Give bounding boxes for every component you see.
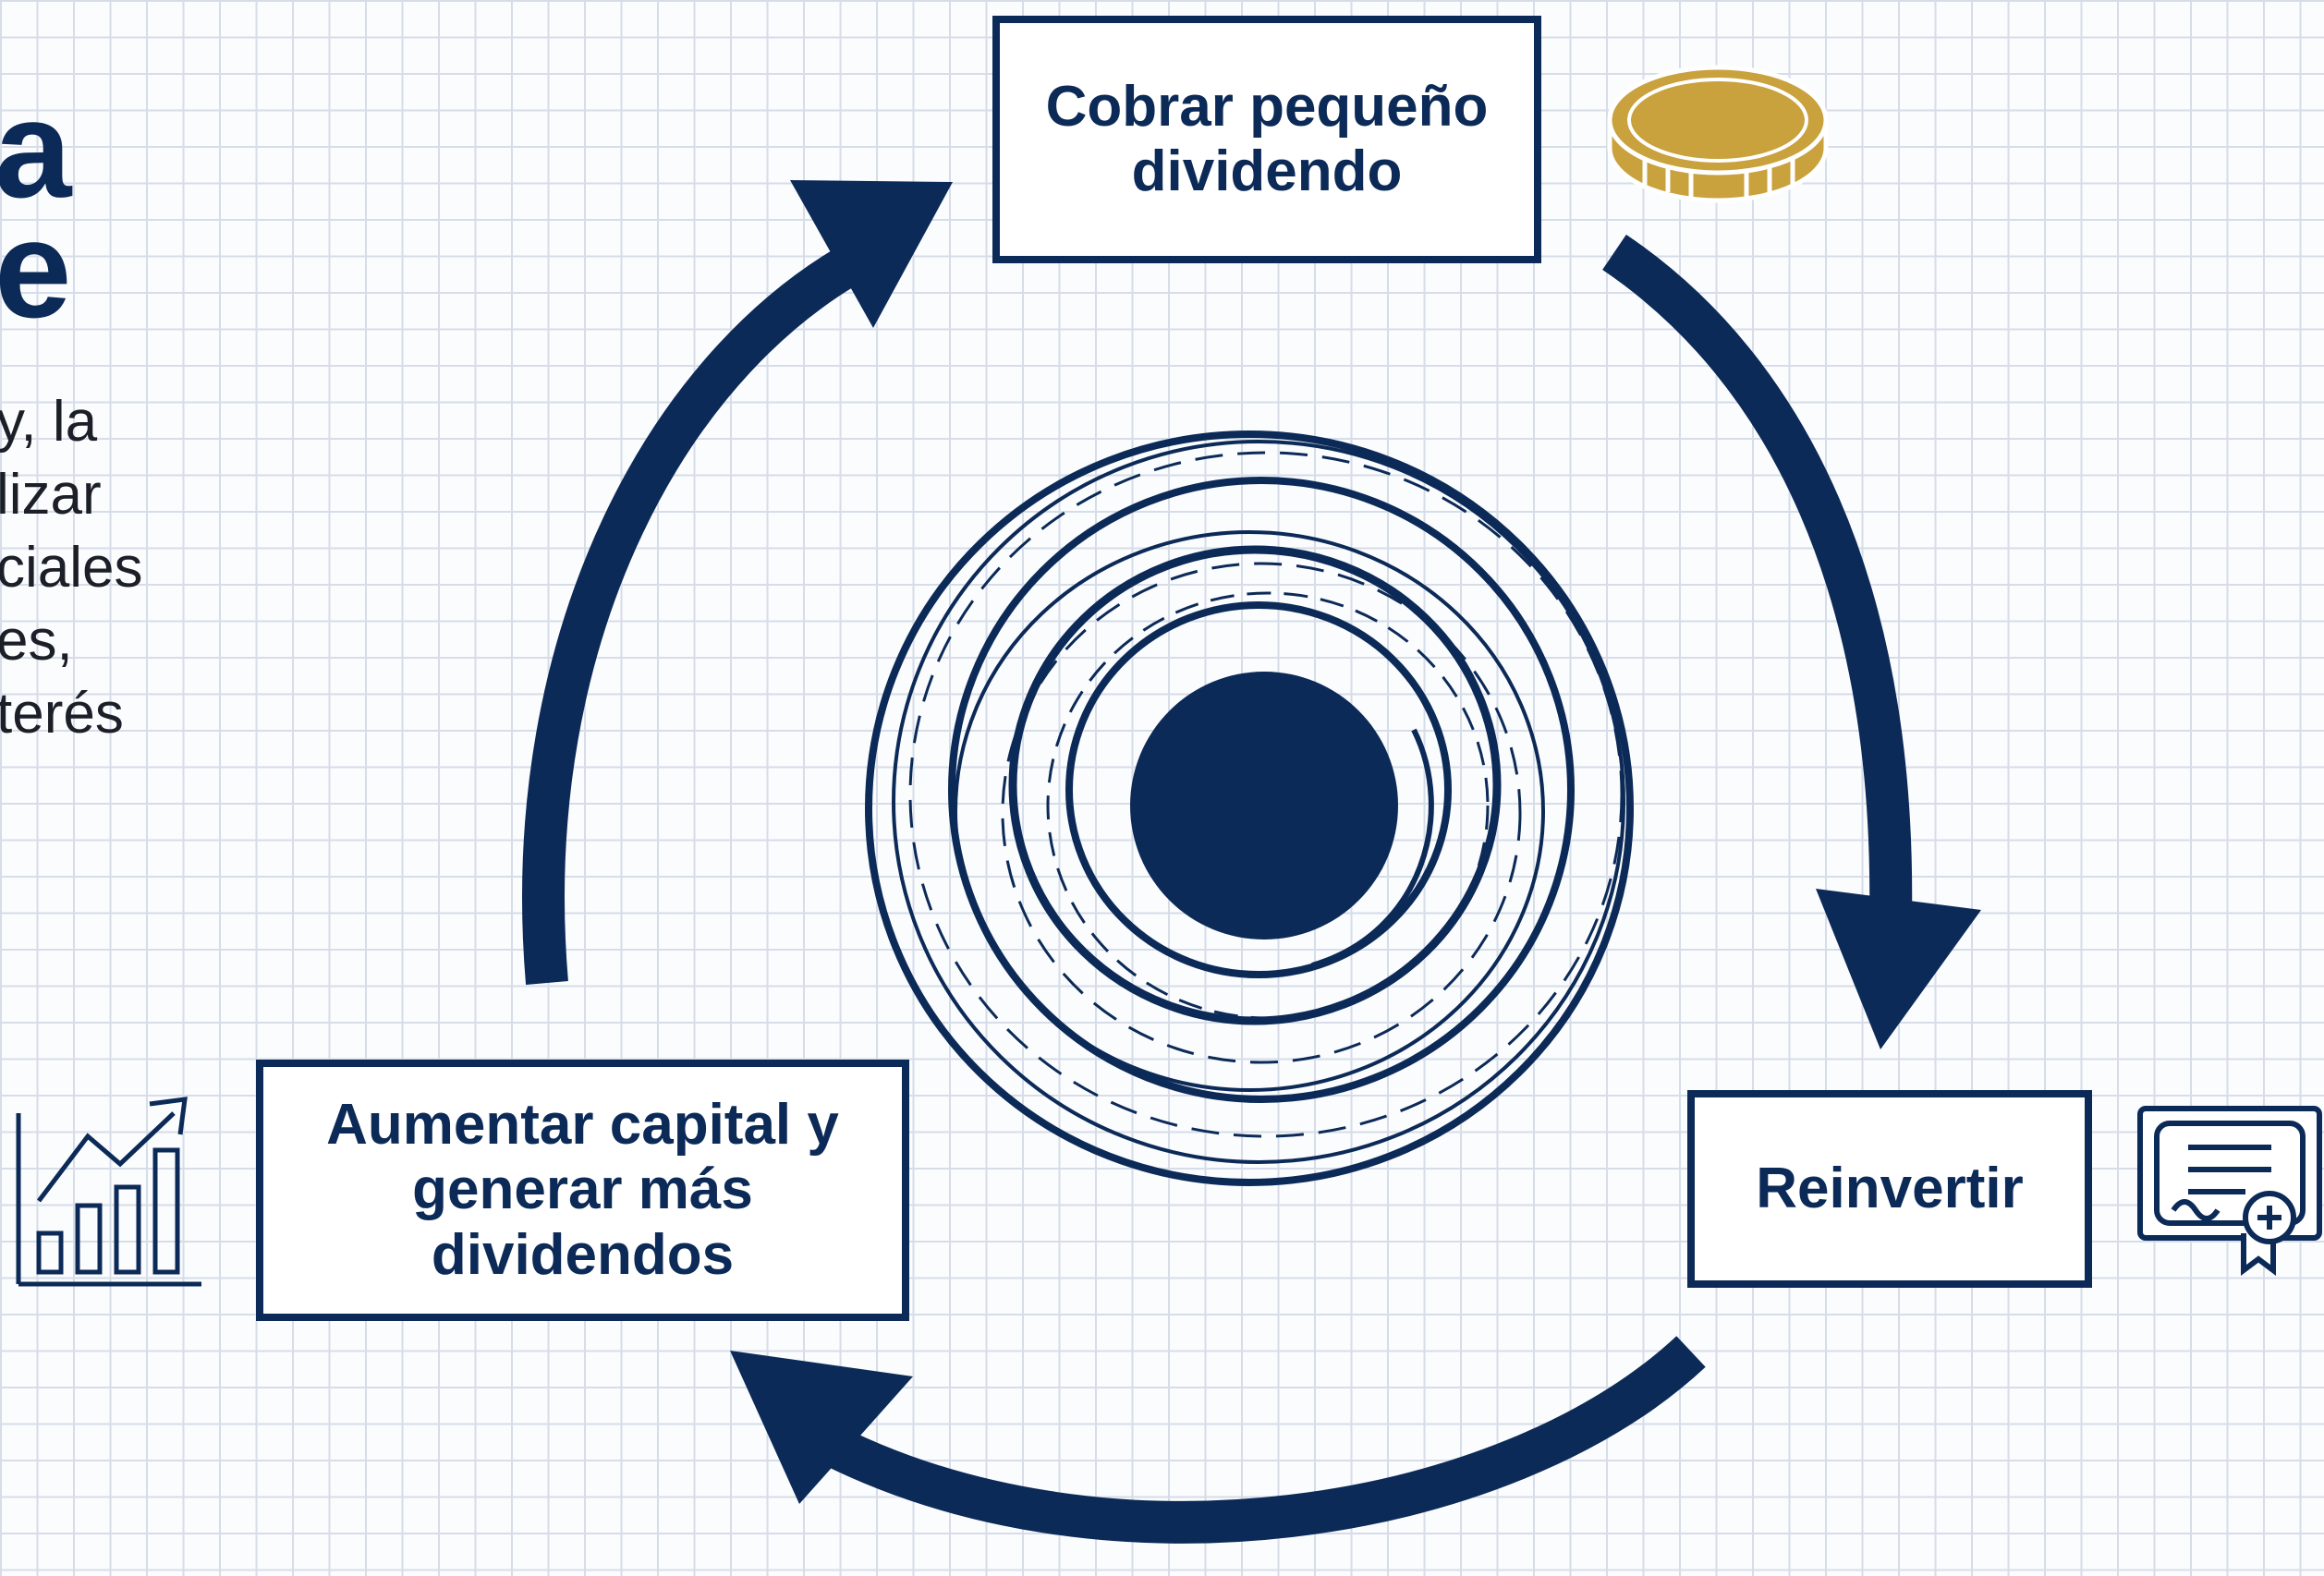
intro-line-2: lizar	[0, 463, 102, 527]
intro-line-4: es,	[0, 609, 73, 673]
gold-coin-icon	[1607, 65, 1829, 203]
arrow-grow-to-collect	[522, 180, 953, 985]
step-box-collect-dividend: Cobrar pequeño dividendo	[992, 16, 1541, 263]
arrow-collect-to-reinvest	[1602, 234, 1981, 1049]
arrow-reinvest-to-grow	[730, 1336, 1706, 1544]
intro-line-5: terés	[0, 682, 124, 746]
certificate-icon	[2137, 1106, 2322, 1276]
heading-line-1: a	[0, 71, 72, 226]
step-label-reinvest: Reinvertir	[1756, 1156, 2024, 1220]
step-box-grow-capital: Aumentar capital y generar más dividendo…	[256, 1060, 909, 1321]
step-label-grow-capital: Aumentar capital y generar más dividendo…	[326, 1093, 839, 1287]
step-box-reinvest: Reinvertir	[1687, 1090, 2092, 1288]
growth-chart-icon	[16, 1097, 201, 1287]
intro-line-1: y, la	[0, 390, 98, 454]
intro-line-3: ciales	[0, 536, 143, 600]
step-label-collect-dividend: Cobrar pequeño dividendo	[1045, 74, 1489, 203]
heading-line-2: e	[0, 191, 72, 346]
vortex-icon	[865, 430, 1634, 1186]
